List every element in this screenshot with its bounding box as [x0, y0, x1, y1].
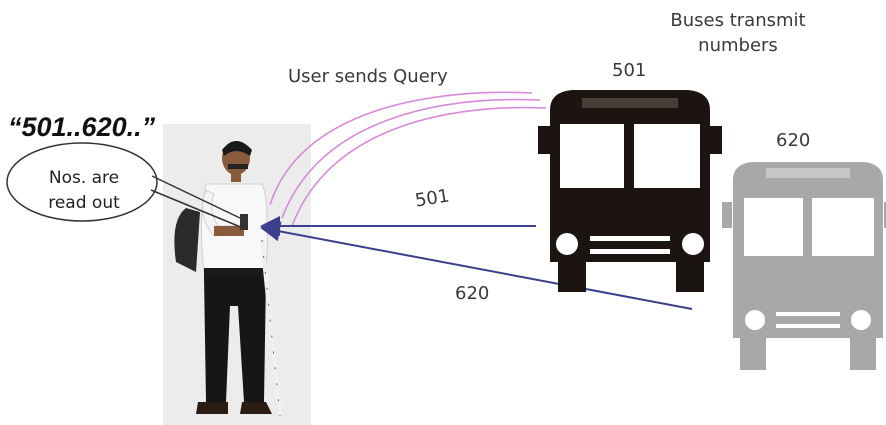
bus-icon-620 [722, 162, 886, 370]
speech-bubble-line: Nos. are [48, 168, 120, 188]
transmit-label-line: Buses transmit [670, 10, 806, 31]
transmit-label-line: numbers [698, 35, 778, 56]
arrow-label-620: 620 [455, 283, 490, 304]
user-figure [174, 141, 282, 417]
query-label: User sends Query [288, 66, 448, 87]
speech-bubble [6, 142, 244, 229]
signal-arrow-620 [260, 221, 693, 310]
speech-bubble-line: read out [48, 193, 120, 213]
spoken-numbers-quote: “501..620..” [8, 112, 156, 142]
bus-number-501: 501 [612, 60, 647, 81]
bus-icon-501 [538, 90, 722, 292]
speech-bubble-text: Nos. are read out [22, 166, 146, 216]
bus-number-620: 620 [776, 130, 811, 151]
query-signal [269, 91, 547, 227]
phone-icon [240, 214, 248, 230]
transmit-label: Buses transmit numbers [668, 10, 808, 56]
